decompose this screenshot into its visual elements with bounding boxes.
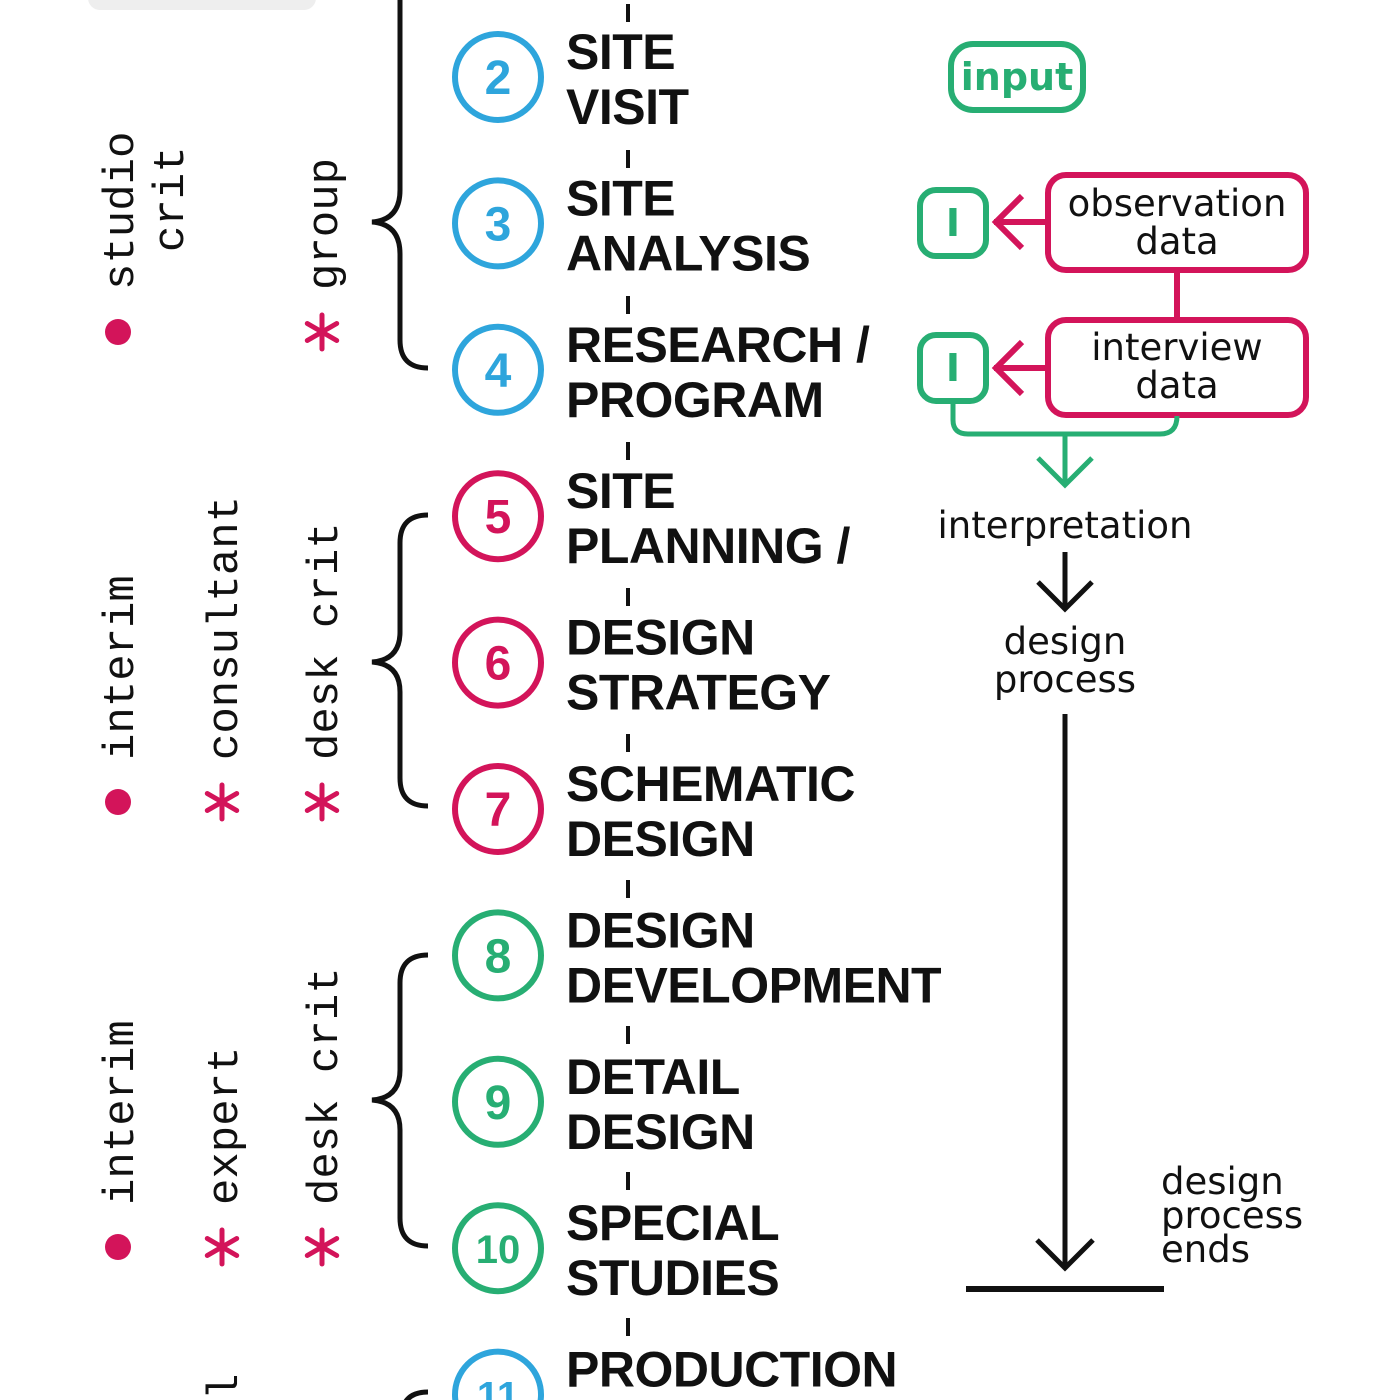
stage-number: 3 xyxy=(485,198,512,251)
interview-arrow-head xyxy=(991,339,1025,397)
stage-number-circle xyxy=(452,1348,544,1400)
participant-label: consultant xyxy=(201,496,251,760)
participant-marker xyxy=(204,1227,240,1267)
stage-number: 11 xyxy=(477,1375,519,1400)
review-group-3: interim expert desk crit xyxy=(97,967,351,1267)
format-label: group xyxy=(301,158,351,290)
brace-group-4 xyxy=(403,1389,429,1400)
stage-number: 5 xyxy=(485,491,512,544)
interpretation-tag-label-1: I xyxy=(946,201,960,245)
stage-4: 4 RESEARCH /PROGRAM xyxy=(452,317,870,428)
stage-title-line2: ANALYSIS xyxy=(566,225,810,281)
review-type-label: studiocrit xyxy=(97,132,197,290)
format-label: desk crit xyxy=(301,522,351,760)
format-marker xyxy=(304,1227,340,1267)
stage-number-circle xyxy=(452,1202,544,1295)
format-marker xyxy=(304,782,340,822)
stage-number: 6 xyxy=(485,638,512,691)
stage-title-line1: DESIGN xyxy=(566,610,755,666)
review-group-2: interim consultant desk crit xyxy=(97,496,351,822)
stage-title-line1: SITE xyxy=(566,24,675,80)
participant-marker xyxy=(204,782,240,822)
stage-number-circle xyxy=(452,763,544,855)
format-label: desk crit xyxy=(301,967,351,1205)
input-tag-label: input xyxy=(961,55,1074,99)
stage-title-line2: DESIGN xyxy=(566,1104,755,1160)
input-tag-box xyxy=(948,41,1086,113)
stage-title-line1: SITE xyxy=(566,170,675,226)
stage-11: 11 PRODUCTION xyxy=(452,1342,898,1400)
stage-number: 9 xyxy=(485,1077,512,1130)
stage-number: 10 xyxy=(476,1228,521,1272)
stage-title-line2: PROGRAM xyxy=(566,372,824,428)
stage-title-line1: DESIGN xyxy=(566,902,755,958)
interpretation-tag-box-1 xyxy=(917,187,989,259)
stage-title-line2: DEVELOPMENT xyxy=(566,957,941,1013)
stage-title-line1: RESEARCH / xyxy=(566,317,870,373)
stage-number-circle xyxy=(452,323,544,416)
stage-number: 2 xyxy=(485,52,512,105)
stage-number-circle xyxy=(452,1055,544,1148)
participant-label: expert xyxy=(201,1047,251,1205)
interpretation-tag-label-2: I xyxy=(946,346,960,390)
brace-group-3 xyxy=(371,952,429,1249)
stage-number-circle xyxy=(452,31,544,123)
review-marker xyxy=(105,1234,131,1260)
stage-title-line1: SPECIAL xyxy=(566,1195,779,1251)
stage-title-line1: DETAIL xyxy=(566,1049,740,1105)
interpretation-label: interpretation xyxy=(938,504,1193,547)
brace-group-2 xyxy=(371,512,429,809)
review-type-label: interim xyxy=(97,575,147,760)
merge-arrow-head xyxy=(1036,456,1094,489)
design-process-arrow-head xyxy=(1035,1238,1095,1272)
interpretation-arrow-head xyxy=(1036,580,1094,613)
stage-number-circle xyxy=(452,177,544,270)
review-marker xyxy=(105,789,131,815)
stage-number: 8 xyxy=(485,930,512,983)
participant-label: l xyxy=(201,1374,251,1400)
cropped-top-tab xyxy=(88,0,316,10)
stage-number-circle xyxy=(452,909,544,1002)
stage-title-line2: VISIT xyxy=(566,79,689,135)
review-marker xyxy=(105,319,131,345)
stage-title-line2: PLANNING / xyxy=(566,518,851,574)
stage-title-line1: SCHEMATIC xyxy=(566,756,855,812)
stage-number-circle xyxy=(452,616,544,709)
stage-title-line2: DESIGN xyxy=(566,811,755,867)
format-marker xyxy=(304,312,340,352)
interpretation-merge-line xyxy=(950,401,1180,437)
observation-arrow-head xyxy=(991,193,1025,251)
stage-title-line2: STRATEGY xyxy=(566,665,831,721)
review-type-label: interim xyxy=(97,1020,147,1205)
stage-number: 4 xyxy=(485,345,512,398)
stage-number: 7 xyxy=(485,784,512,837)
stage-title-line1: SITE xyxy=(566,463,675,519)
stage-number-circle xyxy=(452,470,544,563)
review-group-4: l xyxy=(201,1374,251,1400)
stage-title-line1: PRODUCTION xyxy=(566,1342,897,1398)
stage-title-line2: STUDIES xyxy=(566,1250,779,1306)
brace-group-1 xyxy=(371,0,429,371)
review-group-1: studiocrit group xyxy=(97,132,351,352)
